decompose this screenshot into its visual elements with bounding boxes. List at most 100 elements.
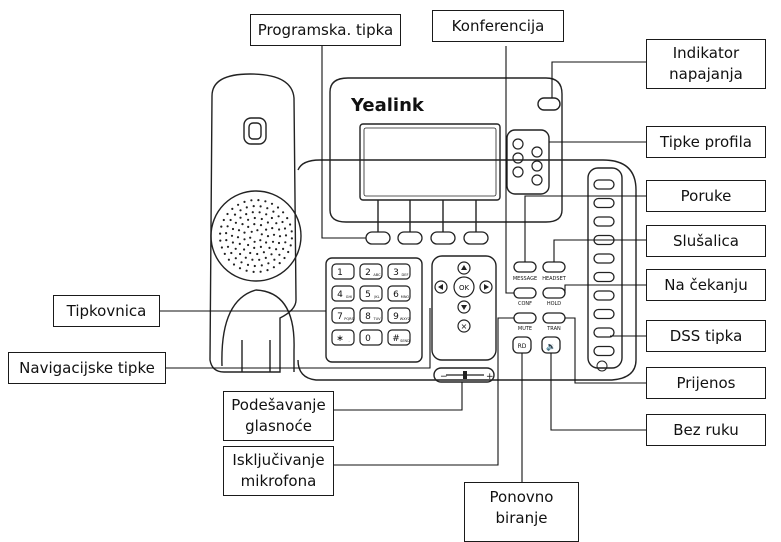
grille-hole [266,269,269,272]
handset-earpiece [243,117,267,145]
dss-key-2[interactable] [593,197,615,209]
grille-hole [265,228,268,231]
grille-hole [262,251,265,254]
keypad-key-label: 2 [365,268,371,278]
grille-hole [271,227,274,230]
grille-hole [272,266,275,269]
profile-key[interactable] [531,174,543,186]
softkey-1[interactable] [365,231,391,245]
ok-button[interactable] [453,276,475,298]
keypad-key-10[interactable] [331,329,355,346]
dss-key-8[interactable] [593,308,615,320]
handset [209,73,297,373]
grille-hole [260,217,263,221]
grille-hole [260,233,263,236]
profile-key[interactable] [512,138,524,150]
callout-keypad: Tipkovnica [53,295,160,327]
message-button[interactable] [513,261,537,273]
keypad-key-1[interactable] [331,263,355,280]
profile-key[interactable] [512,166,524,178]
grille-hole [231,207,234,210]
grille-hole [266,235,270,238]
grille-hole [230,234,234,237]
keypad-key-label: 6 [393,290,399,300]
transfer-button[interactable] [542,312,566,324]
keypad-key-sublabel: JKL [373,295,379,299]
grille-hole [253,223,256,226]
dss-key-9[interactable] [593,327,615,338]
grille-hole [290,237,293,240]
grille-hole [239,216,242,219]
grille-hole [226,245,230,248]
keypad-key-9[interactable] [387,307,411,324]
callout-redial: Ponovno biranje [464,482,579,542]
nav-up-button[interactable] [457,261,471,275]
cancel-button[interactable] [457,319,471,333]
grille-hole [265,213,268,216]
softkey-3[interactable] [430,231,456,245]
keypad-key-11[interactable] [359,329,383,346]
grille-hole [281,220,284,224]
grille-hole [231,241,234,244]
dss-key-5[interactable] [593,253,615,264]
close-icon: × [461,322,468,331]
keypad-key-7[interactable] [331,307,355,324]
keypad-key-label: 5 [365,290,371,300]
grille-hole [241,223,244,226]
grille-hole [250,199,253,202]
grille-hole [222,218,225,222]
grille-hole [277,215,280,218]
grille-hole [290,230,293,233]
nav-left-button[interactable] [434,280,448,294]
grille-hole [238,267,242,270]
profile-key[interactable] [512,152,524,164]
grille-hole [283,256,286,260]
grille-hole [226,212,229,216]
leader-navigation [166,308,431,369]
softkey-2[interactable] [397,231,423,245]
hold-button[interactable] [542,287,566,299]
chevron-up-icon [461,265,467,270]
profile-key[interactable] [531,146,543,158]
keypad-key-label: 8 [365,312,371,322]
grille-hole [247,218,250,221]
nav-down-button[interactable] [457,300,471,314]
grille-hole [244,256,247,259]
keypad-key-label: ∗ [336,334,344,344]
keypad-key-3[interactable] [387,263,411,280]
keypad-key-sublabel: WXYZ [400,317,411,321]
dss-key-7[interactable] [593,290,615,301]
keypad-key-8[interactable] [359,307,383,324]
leader-programmable-key [321,46,366,239]
keypad-key-4[interactable] [331,285,355,302]
grille-hole [225,239,228,242]
dss-key-10[interactable] [593,345,615,357]
grille-hole [252,270,255,273]
conference-button[interactable] [513,287,537,299]
dss-key-3[interactable] [593,216,615,227]
softkey-4[interactable] [463,231,489,245]
keypad-key-2[interactable] [359,263,383,280]
grille-hole [272,210,275,213]
profile-key[interactable] [531,160,543,172]
mute-button[interactable] [513,312,537,324]
dss-key-6[interactable] [593,271,615,283]
handset-cradle [221,289,295,372]
grille-hole [278,228,281,231]
headset-button[interactable] [542,261,566,273]
grille-hole [223,252,226,255]
callout-headset: Slušalica [646,225,766,257]
speaker-grille [210,190,302,282]
leader-mute [334,317,514,466]
nav-right-button[interactable] [479,280,493,294]
volume-plus-label: + [486,372,494,382]
chevron-left-icon [438,284,443,290]
dss-page-indicator [596,360,608,372]
grille-hole [270,253,273,256]
keypad-key-6[interactable] [387,285,411,302]
dss-key-1[interactable] [593,179,615,190]
grille-hole [284,241,287,244]
keypad-key-12[interactable] [387,329,411,346]
keypad-key-5[interactable] [359,285,383,302]
grille-hole [236,236,240,239]
